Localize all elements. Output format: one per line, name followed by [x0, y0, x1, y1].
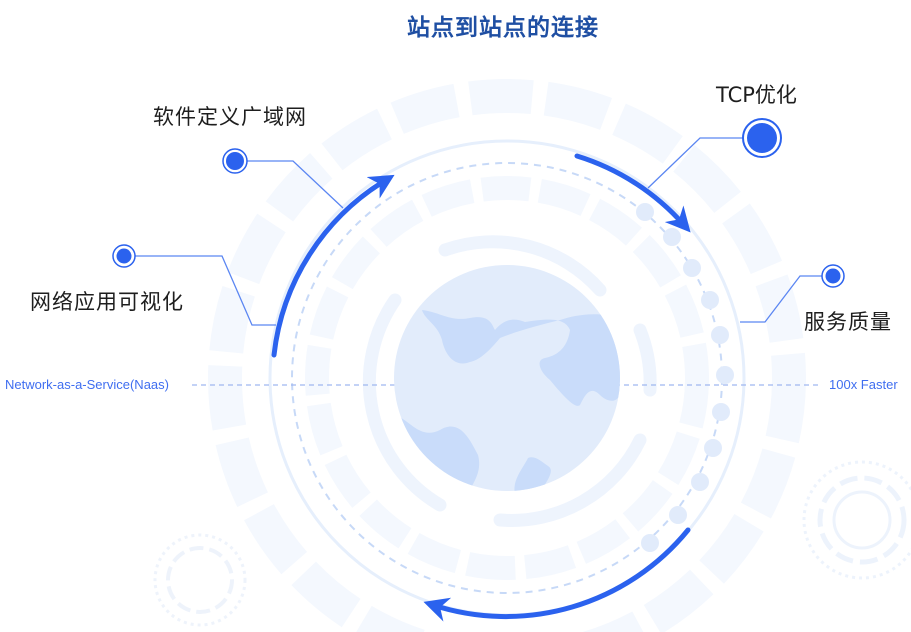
- axis-left-label: Network-as-a-Service(Naas): [5, 377, 169, 392]
- progress-dots: [636, 203, 734, 552]
- node-label-qos: 服务质量: [804, 310, 892, 334]
- leader-lines: [134, 137, 822, 326]
- node-marker-visibility[interactable]: [112, 244, 136, 268]
- arrow-bottom: [423, 527, 691, 622]
- node-label-visibility: 网络应用可视化: [30, 290, 184, 314]
- flow-arrows: [271, 153, 691, 622]
- node-marker-sdwan[interactable]: [222, 148, 248, 174]
- diagram-title: 站点到站点的连接: [407, 15, 599, 41]
- inner-arcs: [362, 235, 657, 527]
- node-marker-qos[interactable]: [821, 264, 845, 288]
- decor-ring-bottom-left: [153, 533, 247, 627]
- globe-icon: [394, 265, 620, 491]
- middle-segmented-ring: [305, 176, 709, 580]
- arrow-top-right: [574, 153, 691, 233]
- node-label-sdwan: 软件定义广域网: [153, 105, 307, 129]
- node-marker-tcp[interactable]: [742, 118, 782, 158]
- arrow-left: [271, 174, 395, 358]
- axis-right-label: 100x Faster: [829, 377, 898, 392]
- decor-ring-bottom-right: [802, 460, 911, 580]
- node-label-tcp: TCP优化: [716, 83, 797, 107]
- outer-segmented-ring: [208, 79, 806, 632]
